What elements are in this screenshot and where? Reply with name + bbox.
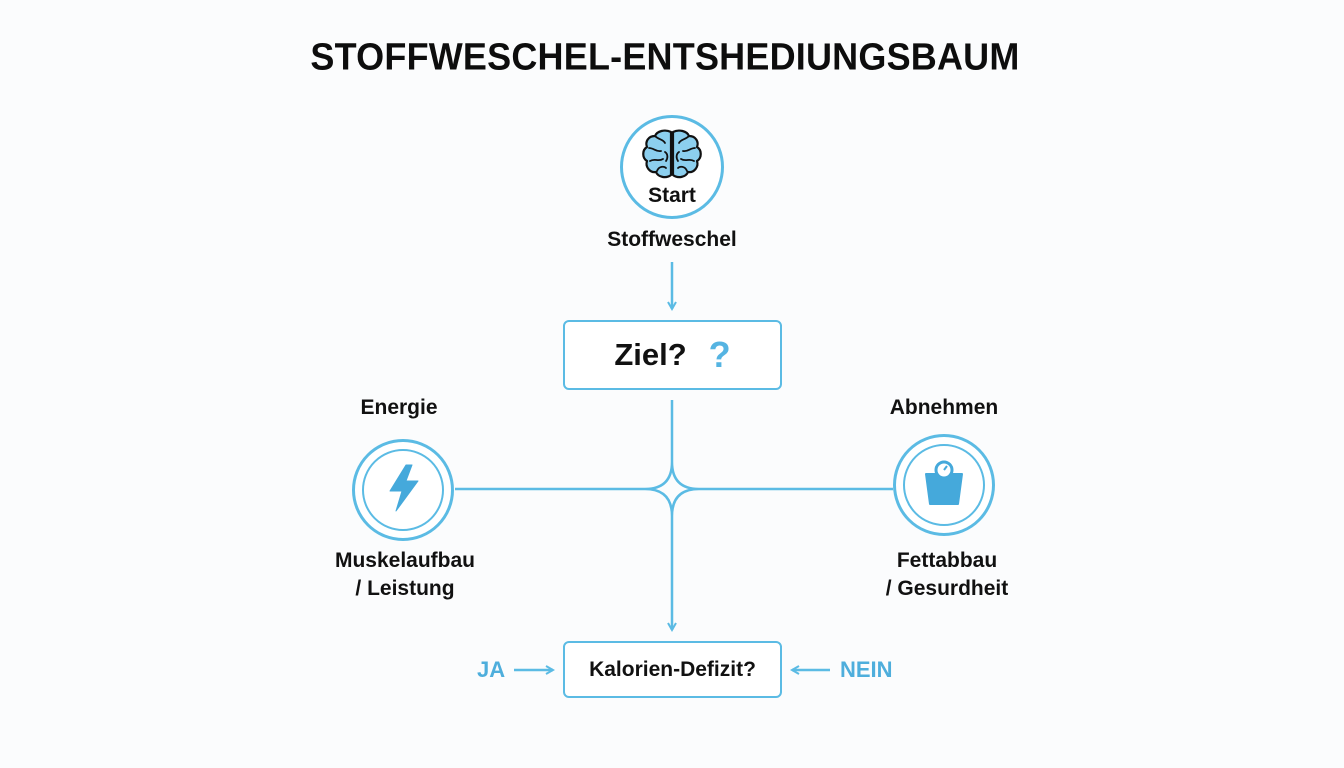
diagram-title: STOFFWESCHEL-ENTSHEDIUNGSBAUM <box>310 34 1020 78</box>
weight-loss-caption-line2: / Gesurdheit <box>885 577 1009 600</box>
start-node: Start <box>620 115 724 219</box>
weight-loss-caption-line1: Fettabbau <box>896 549 998 572</box>
lightning-icon <box>389 464 419 512</box>
brain-icon <box>642 129 702 179</box>
yes-label: JA <box>477 657 506 682</box>
energy-node <box>352 439 454 541</box>
weight-loss-heading: Abnehmen <box>889 396 999 419</box>
energy-caption-line2: / Leistung <box>355 577 455 600</box>
question-mark-icon: ? <box>708 334 731 375</box>
energy-caption: Muskelaufbau / Leistung <box>305 547 505 603</box>
goal-decision-box: Ziel? ? <box>563 320 782 390</box>
weight-loss-caption: Fettabbau / Gesurdheit <box>847 547 1047 603</box>
goal-label: Ziel? <box>614 337 687 372</box>
start-caption: Stoffweschel <box>607 228 737 251</box>
junction-curves <box>644 461 700 517</box>
no-label: NEIN <box>840 657 893 682</box>
start-label: Start <box>648 184 696 207</box>
scale-icon <box>925 460 963 505</box>
energy-caption-line1: Muskelaufbau <box>334 549 476 572</box>
calorie-deficit-box: Kalorien-Defizit? <box>563 641 782 698</box>
weight-loss-node <box>893 434 995 536</box>
energy-heading: Energie <box>360 396 438 419</box>
